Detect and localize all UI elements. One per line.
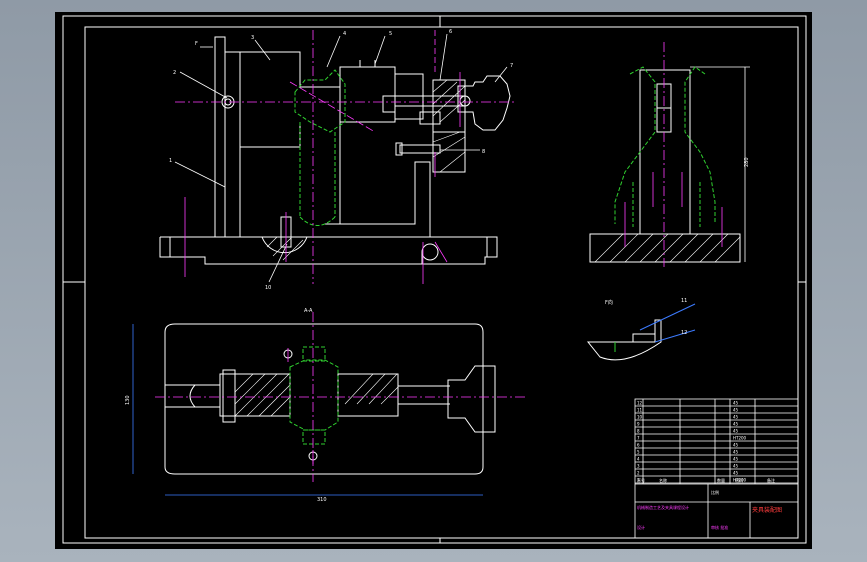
part-label-1: 1 — [169, 158, 172, 164]
parts-list-seq: 5 — [637, 450, 640, 455]
dim-length: 310 — [317, 497, 327, 503]
part-label-6: 6 — [449, 29, 452, 35]
view-f-small-label: F向 — [605, 299, 613, 306]
front-view — [159, 33, 511, 283]
parts-list-seq: 4 — [637, 457, 640, 462]
front-view-centerlines — [175, 30, 515, 284]
title-block-header-qty: 数量 — [717, 477, 725, 483]
dim-height: 280 — [744, 157, 750, 167]
parts-list-seq: 7 — [637, 436, 640, 441]
side-view — [589, 66, 750, 263]
part-label-2: 2 — [173, 70, 176, 76]
parts-list-material: 45 — [733, 429, 739, 434]
parts-list-material: 45 — [733, 415, 739, 420]
front-view-workpiece — [294, 69, 346, 226]
parts-list-seq: 6 — [637, 443, 640, 448]
parts-list-material: HT200 — [733, 478, 747, 483]
part-label-11: 11 — [681, 298, 687, 304]
parts-list-material: 45 — [733, 408, 739, 413]
top-view-centerlines — [155, 312, 525, 482]
parts-list-seq: 10 — [637, 415, 643, 420]
title-block — [634, 398, 799, 539]
parts-list-seq: 3 — [637, 464, 640, 469]
parts-list-material: HT200 — [733, 436, 747, 441]
part-label-5: 5 — [389, 31, 392, 37]
top-view-hatch — [234, 373, 399, 417]
parts-list-material: 45 — [733, 401, 739, 406]
parts-list-seq: 2 — [637, 471, 640, 476]
parts-list-material: 45 — [733, 464, 739, 469]
parts-list-seq: 9 — [637, 422, 640, 427]
title-block-designer: 设计 — [637, 524, 645, 530]
part-label-12: 12 — [681, 330, 687, 336]
part-label-3: 3 — [251, 35, 254, 41]
side-view-workpiece — [614, 66, 716, 227]
top-view-workpiece — [289, 346, 339, 445]
inner-frame — [84, 26, 799, 539]
title-block-header-seq: 序号 — [637, 477, 645, 483]
side-view-centerlines — [624, 42, 723, 267]
parts-list-seq: 8 — [637, 429, 640, 434]
parts-list-material: 45 — [733, 450, 739, 455]
section-aa-label: A-A — [304, 308, 313, 314]
parts-list-seq: 1 — [637, 478, 640, 483]
top-view — [132, 323, 496, 496]
title-block-header-note: 备注 — [767, 477, 775, 483]
part-label-8: 8 — [482, 149, 485, 155]
zone-ticks — [63, 16, 806, 543]
part-label-7: 7 — [510, 63, 513, 69]
title-block-header-material: 材料 — [735, 477, 743, 483]
title-block-school: 机械制造工艺及夹具课程设计 — [637, 504, 689, 510]
title-block-scale: 比例 — [711, 489, 719, 495]
parts-list-material: 45 — [733, 443, 739, 448]
part-label-4: 4 — [343, 31, 346, 37]
parts-list-material: 45 — [733, 457, 739, 462]
assembly-drawing: 2 1 3 4 5 6 7 8 10 F 280 — [62, 15, 807, 544]
parts-list-material: 45 — [733, 471, 739, 476]
outer-frame — [62, 15, 807, 544]
parts-list-material: 45 — [733, 422, 739, 427]
dim-width: 130 — [125, 395, 131, 405]
detail-view-f — [586, 303, 696, 361]
parts-list-seq: 12 — [637, 401, 643, 406]
title-block-header-name: 名称 — [659, 477, 667, 483]
drawing-title: 夹具装配图 — [752, 506, 782, 514]
view-f-label: F — [195, 41, 198, 47]
cad-viewport[interactable]: 2 1 3 4 5 6 7 8 10 F 280 — [55, 12, 812, 549]
parts-list-seq: 11 — [637, 408, 643, 413]
part-label-10: 10 — [265, 285, 271, 291]
title-block-checker: 审核 批准 — [711, 524, 728, 530]
